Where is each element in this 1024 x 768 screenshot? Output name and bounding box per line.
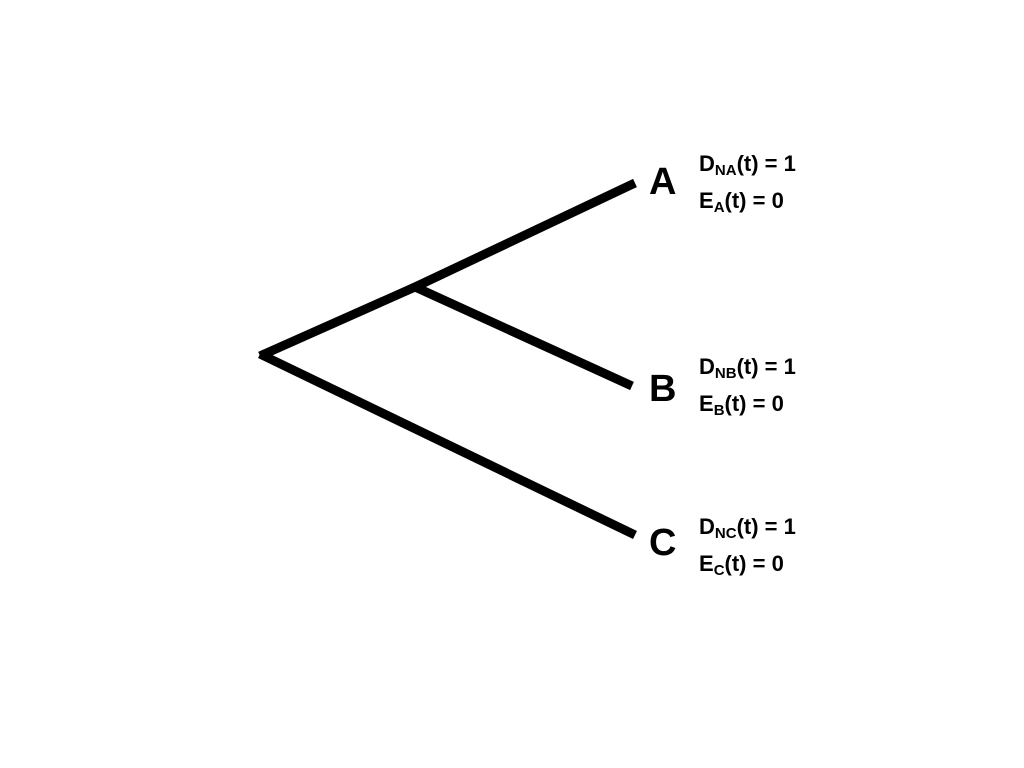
- equation-rest: (t) = 0: [724, 391, 784, 416]
- equation-e-c: EC(t) = 0: [699, 551, 784, 580]
- equation-subscript: A: [713, 199, 725, 216]
- equation-e-a: EA(t) = 0: [699, 188, 784, 217]
- branch-internal-node-to-b: [411, 281, 634, 391]
- equation-subscript: B: [713, 402, 725, 419]
- branch-root-to-internal-node: [258, 282, 417, 361]
- equation-var: E: [699, 391, 714, 416]
- branch-root-to-c: [258, 349, 637, 540]
- equation-rest: (t) = 1: [736, 514, 796, 539]
- equation-var: D: [699, 151, 715, 176]
- equation-var: D: [699, 514, 715, 539]
- equation-subscript: NA: [714, 162, 737, 179]
- equation-var: E: [699, 551, 714, 576]
- equation-var: D: [699, 354, 715, 379]
- leaf-label-a: A: [649, 161, 677, 203]
- leaf-label-b: B: [649, 368, 677, 410]
- equation-rest: (t) = 0: [724, 188, 784, 213]
- equation-d-nc: DNC(t) = 1: [699, 514, 796, 543]
- equation-subscript: NB: [714, 365, 737, 382]
- branch-internal-node-to-a: [411, 178, 637, 293]
- equation-subscript: NC: [714, 525, 737, 542]
- equation-d-nb: DNB(t) = 1: [699, 354, 796, 383]
- equation-var: E: [699, 188, 714, 213]
- equation-rest: (t) = 1: [736, 354, 796, 379]
- equation-rest: (t) = 1: [736, 151, 796, 176]
- equation-e-b: EB(t) = 0: [699, 391, 784, 420]
- equation-rest: (t) = 0: [724, 551, 784, 576]
- equation-subscript: C: [713, 562, 725, 579]
- leaf-label-c: C: [649, 522, 677, 564]
- equation-d-na: DNA(t) = 1: [699, 151, 796, 180]
